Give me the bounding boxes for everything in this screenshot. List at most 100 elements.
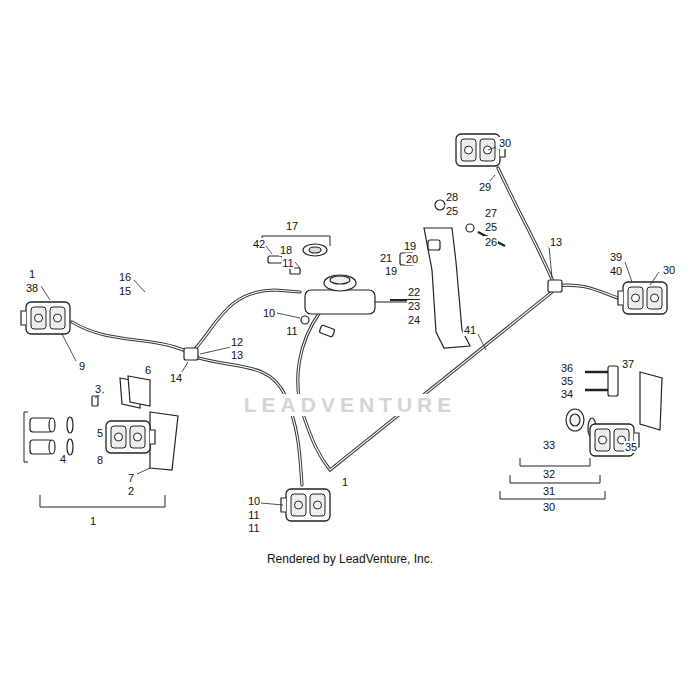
callout-number: 39: [609, 251, 623, 263]
callout-number: 31: [542, 485, 556, 497]
illustration-part: [319, 325, 335, 337]
illustration-part: [30, 376, 178, 470]
callout-number: 30: [542, 501, 556, 513]
callout-number: 17: [285, 220, 299, 232]
illustration-part: [92, 396, 98, 406]
callout-number: 4: [59, 453, 67, 465]
illustration-part: [555, 285, 618, 298]
illustration-part: [303, 244, 327, 256]
illustration-part: [268, 244, 412, 337]
callout-number: 18: [279, 244, 293, 256]
illustration-part: [585, 371, 608, 374]
illustration-part: [488, 147, 496, 150]
illustration-part: [24, 412, 28, 462]
illustration-part: [49, 418, 55, 432]
callout-number: 25: [445, 205, 459, 217]
callout-number: 20: [405, 253, 419, 265]
illustration-part: [49, 440, 55, 454]
callout-number: 11: [285, 325, 298, 337]
illustration-part: [67, 417, 73, 433]
illustration-part: [650, 272, 659, 285]
illustration-part: [298, 292, 552, 470]
illustration-part: [301, 316, 309, 324]
illustration-part: [72, 322, 188, 352]
illustration-part: [67, 439, 73, 455]
callout-number: 22: [407, 286, 421, 298]
illustration-part: [618, 282, 667, 314]
callout-number: 19: [403, 240, 417, 252]
callout-number: 38: [25, 282, 39, 294]
illustration-part: [192, 356, 302, 485]
callout-number: 5: [96, 427, 104, 439]
illustration-part: [72, 168, 618, 485]
callout-number: 10: [262, 307, 276, 319]
callout-number: 1: [341, 476, 349, 488]
callout-number: 27: [484, 207, 498, 219]
illustration-part: [24, 236, 605, 507]
callout-number: 37: [621, 358, 635, 370]
illustration-part: [128, 376, 150, 406]
illustration-part: [498, 168, 555, 286]
illustration-part: [585, 389, 608, 392]
illustration-part: [192, 290, 300, 352]
illustration-part: [72, 322, 188, 352]
illustration-part: [555, 285, 618, 298]
callout-number: 28: [445, 191, 459, 203]
callout-number: 23: [407, 300, 421, 312]
illustration-part: [21, 302, 70, 334]
callout-number: 1: [89, 515, 97, 527]
illustration-part: [298, 292, 552, 470]
illustration-part: [324, 275, 356, 291]
callout-number: 7: [127, 472, 135, 484]
illustration-part: [277, 313, 300, 318]
illustration-part: [182, 362, 188, 372]
illustration-part: [295, 262, 300, 268]
callout-number: 15: [118, 285, 132, 297]
illustration-part: [309, 247, 321, 253]
illustration-part: [40, 495, 165, 507]
illustration-part: [330, 276, 350, 284]
callout-number: 12: [230, 336, 244, 348]
illustration-part: [192, 356, 302, 485]
illustration-part: [608, 366, 618, 396]
illustration-part: [184, 348, 198, 360]
illustration-part: [200, 347, 231, 354]
watermark: LEADVENTURE: [242, 394, 459, 416]
illustration-part: [192, 290, 300, 352]
illustration-part: [137, 468, 150, 474]
illustration-part: [262, 236, 330, 246]
illustration-part: [305, 290, 375, 314]
callout-number: 11: [281, 257, 294, 269]
callout-number: 40: [609, 265, 623, 277]
callout-number: 30: [662, 264, 676, 276]
callout-number: 19: [384, 265, 398, 277]
callout-number: 21: [379, 252, 393, 264]
illustration-part: [281, 489, 330, 521]
illustration-part: [62, 334, 76, 361]
illustration-part: [106, 421, 155, 453]
callout-number: 25: [484, 221, 498, 233]
callout-number: 11: [247, 509, 260, 521]
illustration-part: [435, 200, 445, 210]
illustration-part: [261, 503, 283, 505]
illustration-part: [625, 262, 632, 282]
illustration-part: [549, 246, 552, 278]
caption: Rendered by LeadVenture, Inc.: [267, 552, 433, 566]
callout-number: 3: [94, 383, 102, 395]
illustration-part: [478, 334, 486, 350]
callout-number: 36: [560, 362, 574, 374]
callout-number: 33: [542, 439, 556, 451]
illustration-part: [520, 458, 590, 466]
callout-number: 1: [28, 268, 36, 280]
callout-number: 16: [118, 271, 132, 283]
illustration-part: [566, 409, 584, 431]
callout-number: 14: [169, 372, 183, 384]
illustration-part: [134, 280, 145, 292]
illustration-part: [640, 372, 662, 430]
callout-number: 24: [407, 314, 421, 326]
callout-number: 29: [478, 181, 492, 193]
illustration-part: [41, 147, 659, 505]
illustration-part: [466, 224, 474, 232]
illustration-part: [548, 280, 562, 292]
